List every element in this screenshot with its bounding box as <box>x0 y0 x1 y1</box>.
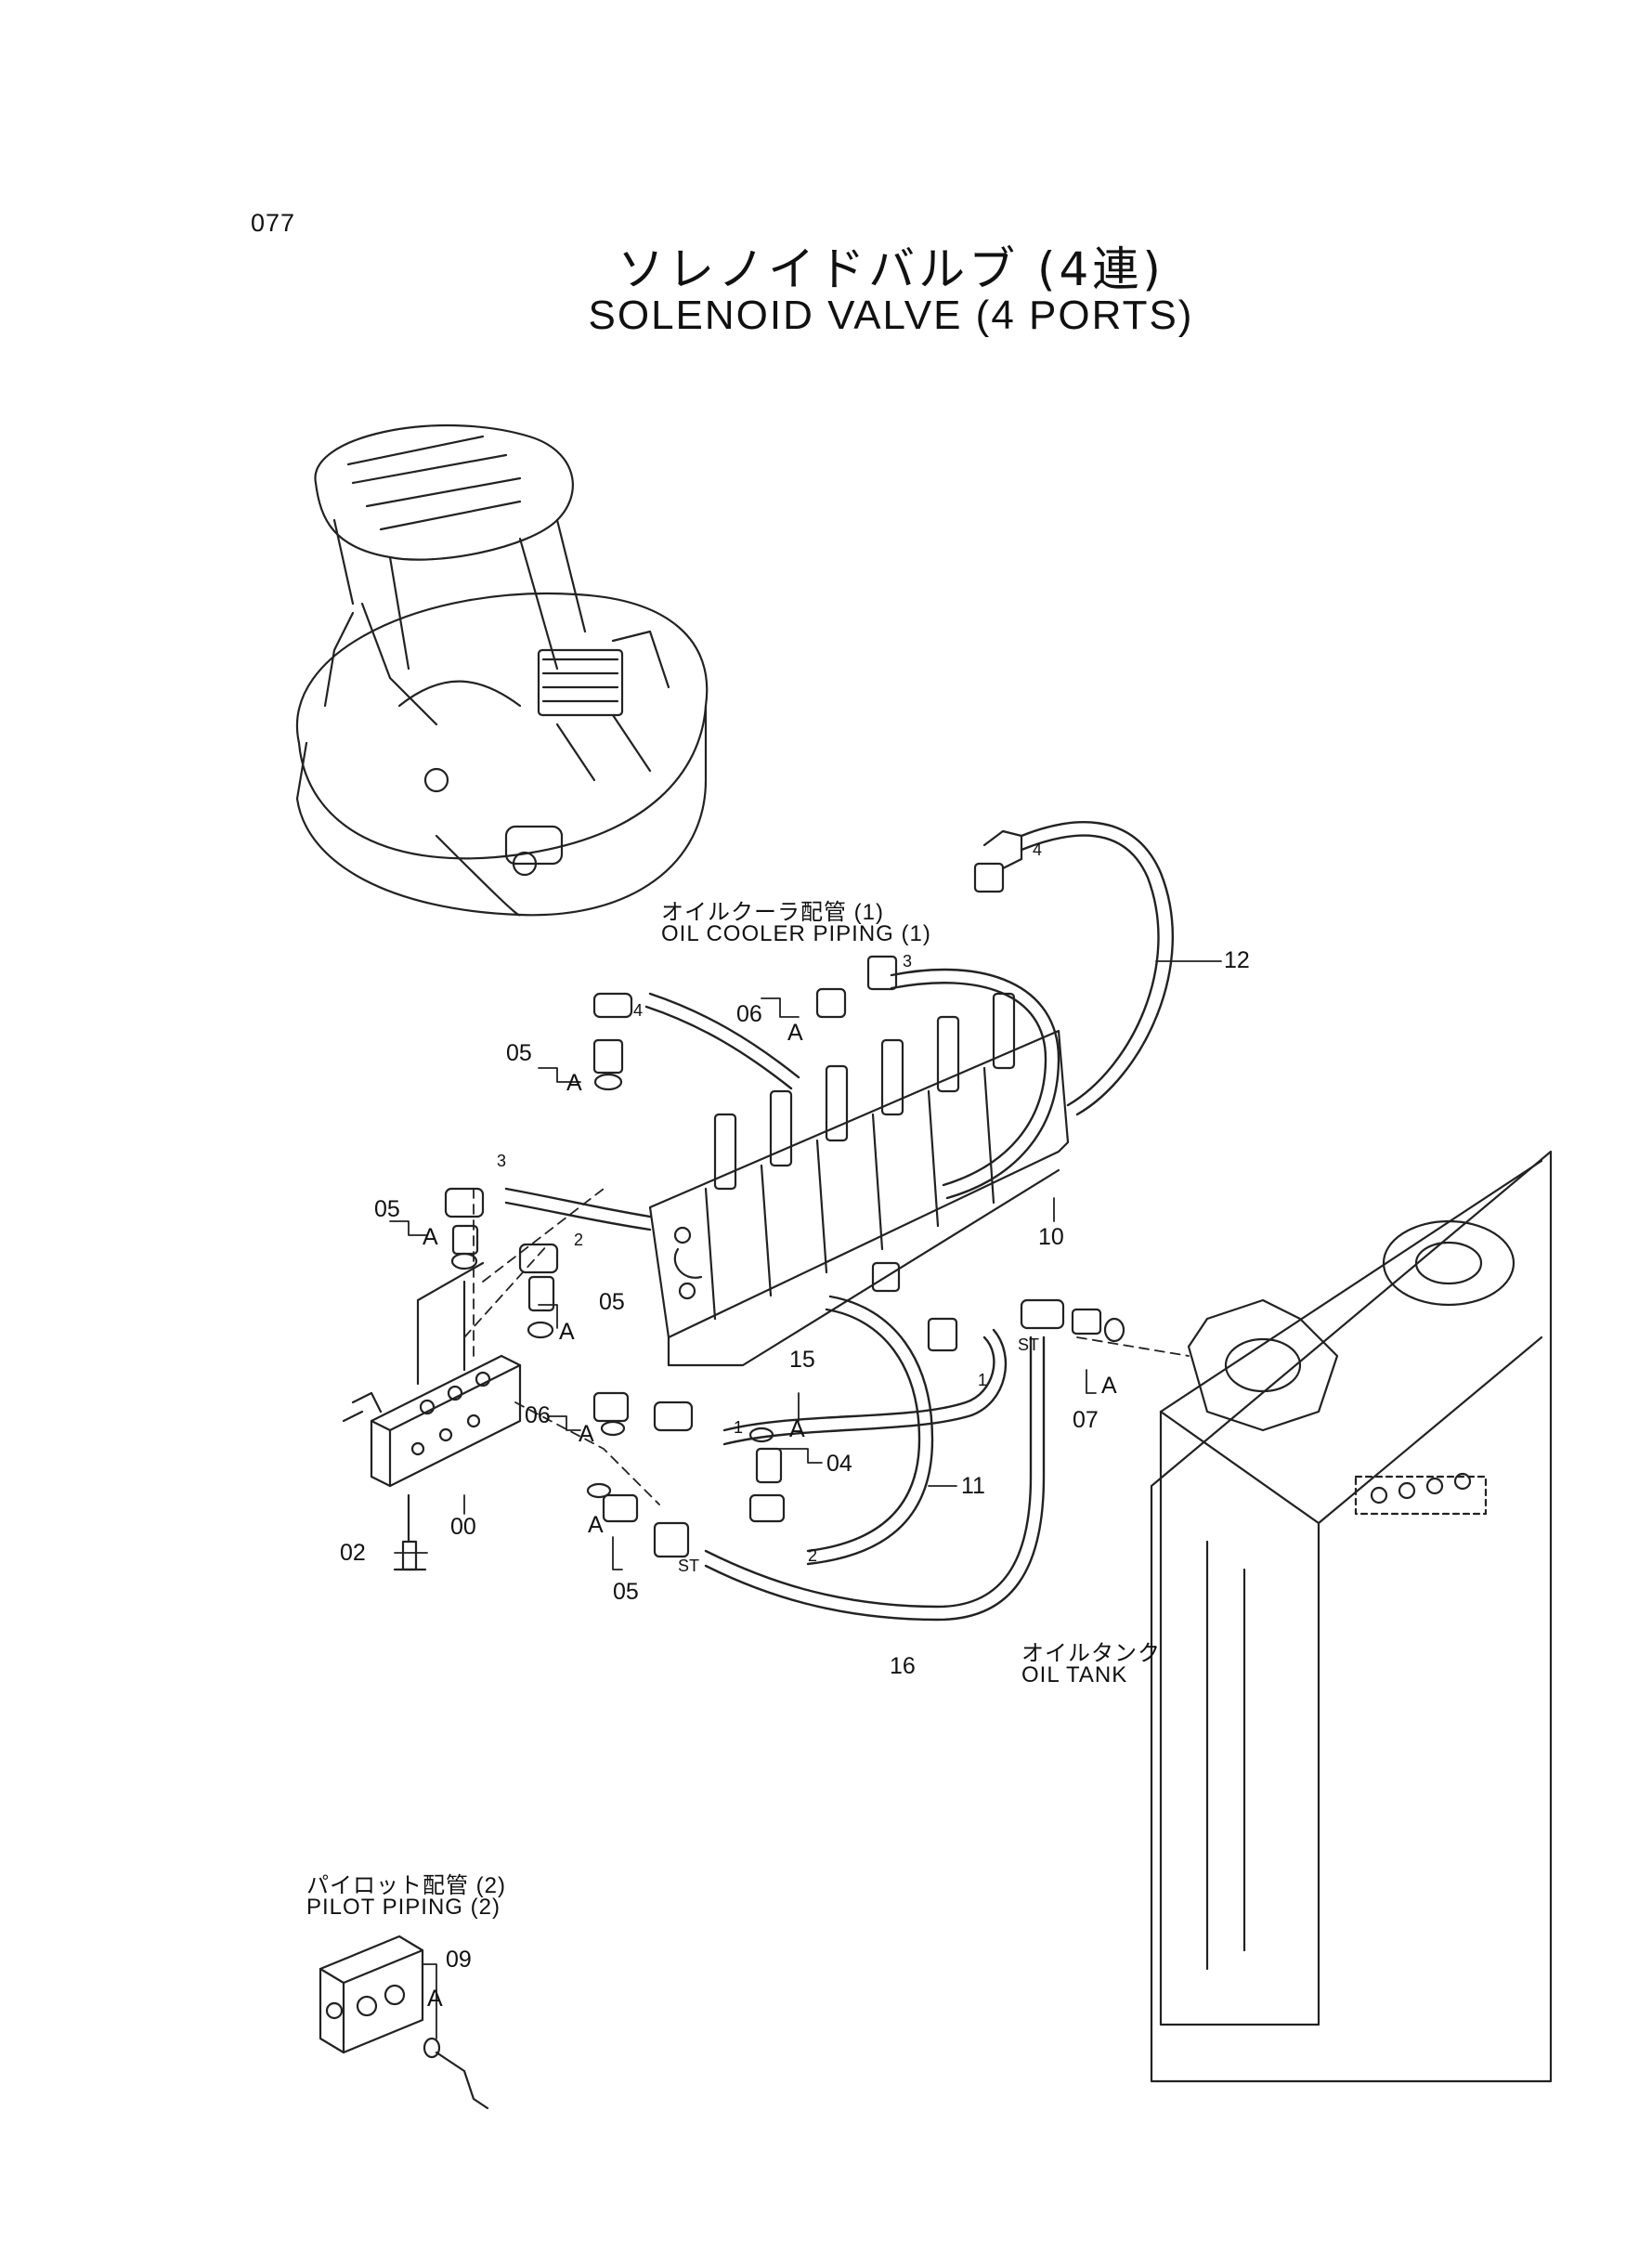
port-label: 2 <box>808 1546 818 1565</box>
oil-cooler-piping-label-jp: オイルクーラ配管 (1) <box>661 900 884 925</box>
oil-cooler-piping-label-en: OIL COOLER PIPING (1) <box>661 921 931 946</box>
seal-marker: A <box>787 1020 803 1046</box>
port-label: 1 <box>978 1371 988 1389</box>
callout-05-a: 05 <box>506 1040 532 1066</box>
port-label: 3 <box>903 952 913 971</box>
callout-10: 10 <box>1038 1224 1064 1250</box>
solenoid-valve-assembly <box>342 1261 522 1571</box>
seal-marker: A <box>1101 1373 1117 1399</box>
pilot-piping-label-jp: パイロット配管 (2) <box>306 1873 506 1898</box>
callout-07: 07 <box>1073 1407 1099 1433</box>
oil-tank <box>1150 1150 1553 2083</box>
fittings <box>444 829 1125 1558</box>
callout-05-c: 05 <box>599 1289 625 1315</box>
callout-06-b: 06 <box>525 1402 551 1428</box>
title-japanese: ソレノイドバルブ (4連) <box>618 242 1164 296</box>
seal-marker: A <box>579 1421 594 1447</box>
pilot-piping-label-en: PILOT PIPING (2) <box>306 1895 501 1920</box>
seal-marker: A <box>427 1986 443 2012</box>
port-label: 4 <box>1033 840 1043 859</box>
seal-marker: A <box>789 1416 805 1442</box>
port-label: 2 <box>574 1231 584 1249</box>
callout-12: 12 <box>1224 947 1250 973</box>
page-number: 077 <box>251 209 296 237</box>
callout-05-b: 05 <box>374 1196 400 1222</box>
callout-04: 04 <box>826 1451 852 1477</box>
title-english: SOLENOID VALVE (4 PORTS) <box>588 293 1194 338</box>
callout-16: 16 <box>890 1653 916 1679</box>
port-label: 4 <box>633 1001 644 1020</box>
leader-lines <box>389 960 1222 2039</box>
callout-11: 11 <box>961 1473 985 1499</box>
seal-marker: A <box>566 1070 582 1096</box>
callout-06-a: 06 <box>736 1001 762 1027</box>
port-label: ST <box>1018 1335 1040 1354</box>
control-valve-block <box>648 992 1070 1367</box>
callout-00: 00 <box>450 1514 476 1540</box>
pilot-block <box>319 1935 489 2110</box>
seal-marker: A <box>423 1224 438 1250</box>
port-label: 1 <box>734 1418 744 1437</box>
callout-09: 09 <box>446 1947 472 1973</box>
oil-tank-label-en: OIL TANK <box>1021 1662 1128 1687</box>
machine-overview <box>295 423 709 917</box>
oil-tank-label-jp: オイルタンク <box>1021 1641 1161 1666</box>
seal-marker: A <box>559 1319 575 1345</box>
port-label: ST <box>678 1557 700 1575</box>
callout-05-d: 05 <box>613 1579 639 1605</box>
callout-02: 02 <box>340 1540 366 1566</box>
callout-15: 15 <box>789 1347 815 1373</box>
hoses <box>504 821 1175 1622</box>
port-label: 3 <box>497 1152 507 1170</box>
seal-marker: A <box>588 1512 604 1538</box>
